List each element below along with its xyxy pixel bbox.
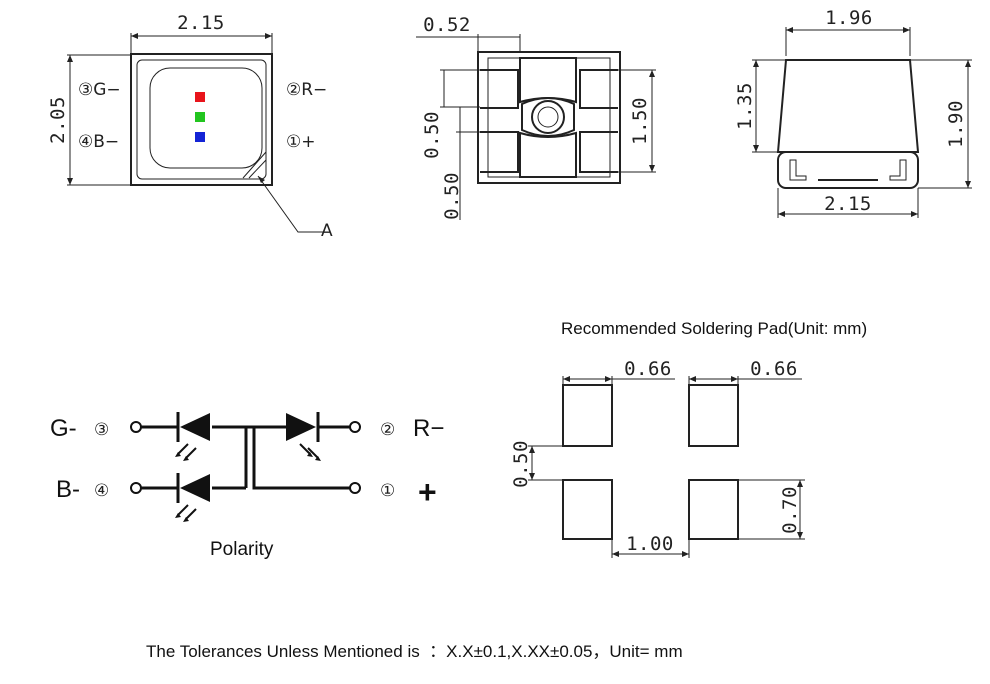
bottom-dim-pad-height: 0.50	[421, 111, 443, 159]
polarity-anode-wire	[252, 427, 350, 490]
bottom-center-ring	[531, 100, 565, 134]
bottom-view: 0.52 0.50 0.50 1.50	[416, 14, 656, 220]
side-dim-bottom-width: 2.15	[824, 193, 872, 215]
terminal-b	[130, 482, 142, 494]
top-pin4-label: ④B−	[78, 132, 119, 152]
bottom-pad-br	[579, 131, 618, 173]
polarity-diagram: G- ③ B- ④	[50, 412, 444, 560]
solder-pad-tr	[688, 384, 739, 447]
solder-pad-tl	[562, 384, 613, 447]
side-dim-total-height: 1.90	[945, 100, 967, 148]
polarity-b-num: ④	[94, 481, 109, 501]
polarity-plus-label: +	[418, 474, 437, 510]
polarity-b-label: B-	[56, 476, 80, 503]
polarity-plus-num: ①	[380, 481, 395, 501]
solder-dim-right-width: 0.66	[750, 358, 798, 380]
top-marker-label: A	[321, 221, 333, 241]
polarity-g-label: G-	[50, 415, 77, 442]
solder-dim-left-width: 0.66	[624, 358, 672, 380]
side-dim-body-height: 1.35	[734, 82, 756, 130]
side-dim-top-width: 1.96	[825, 7, 873, 29]
diode-blue	[175, 473, 210, 522]
terminal-r	[349, 421, 361, 433]
solder-dim-gap-vertical: 0.50	[510, 440, 532, 488]
bottom-dim-height: 1.50	[629, 97, 651, 145]
diode-green	[175, 412, 210, 461]
side-base	[777, 151, 919, 189]
bottom-dim-pad-gap: 0.50	[441, 172, 463, 220]
soldering-pad-diagram: Recommended Soldering Pad(Unit: mm) 0.66…	[510, 319, 867, 558]
polarity-r-num: ②	[380, 420, 395, 440]
terminal-g	[130, 421, 142, 433]
solder-pad-title: Recommended Soldering Pad(Unit: mm)	[561, 319, 867, 338]
top-lens	[149, 67, 263, 169]
polarity-g-num: ③	[94, 420, 109, 440]
solder-dim-gap-horizontal: 1.00	[626, 533, 674, 555]
top-package-outline	[130, 53, 273, 186]
solder-dim-pad-height: 0.70	[779, 486, 801, 534]
top-view: 2.15 2.05 ③G− ④B− ②R− ①+ A	[47, 12, 333, 241]
diode-red	[286, 412, 321, 461]
bottom-pad-tr	[579, 69, 618, 109]
solder-pad-br	[688, 479, 739, 540]
top-pin2-label: ②R−	[286, 80, 327, 100]
top-pin1-label: ①+	[286, 132, 315, 152]
top-dim-width: 2.15	[177, 12, 225, 34]
top-dim-height: 2.05	[47, 96, 69, 144]
polarity-title: Polarity	[210, 539, 274, 560]
led-green	[195, 112, 205, 122]
bottom-pad-bl	[480, 131, 519, 173]
bottom-pad-tl	[480, 69, 519, 109]
tolerance-note: The Tolerances Unless Mentioned is ：X.X±…	[146, 642, 683, 661]
polarity-r-label: R−	[413, 415, 444, 442]
bottom-dim-pad-width: 0.52	[423, 14, 471, 36]
led-red	[195, 92, 205, 102]
terminal-plus	[349, 482, 361, 494]
bottom-package-outline	[477, 51, 621, 184]
side-body	[776, 59, 920, 153]
led-blue	[195, 132, 205, 142]
side-view: 1.96 1.35 1.90 2.15	[734, 7, 972, 218]
solder-pad-bl	[562, 479, 613, 540]
top-pin3-label: ③G−	[78, 80, 121, 100]
